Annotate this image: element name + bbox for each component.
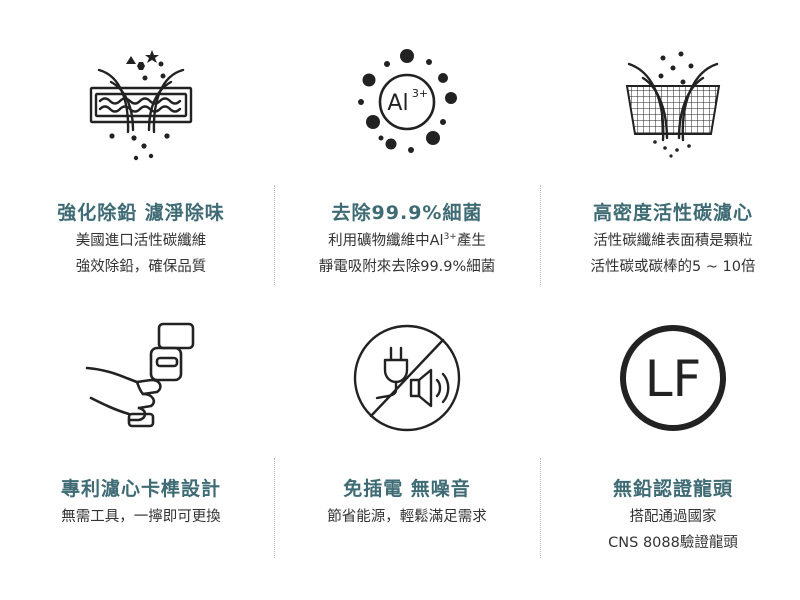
feature-heading: 無鉛認證龍頭	[612, 478, 733, 500]
filter-layers-icon	[81, 42, 201, 162]
feature-heading: 專利濾心卡榫設計	[60, 478, 221, 500]
feature-description: 無需工具，一擰即可更換	[8, 504, 274, 530]
feature-desc-line: 利用礦物纖維中Al3+產生	[328, 232, 486, 249]
feature-desc-line: 活性碳纖維表面積是顆粒	[593, 233, 753, 249]
carbon-mesh-icon	[613, 42, 733, 162]
feature-description: 利用礦物纖維中Al3+產生 靜電吸附來去除99.9%細菌	[274, 228, 540, 280]
feature-desc-line: 節省能源，輕鬆滿足需求	[327, 509, 487, 525]
feature-desc-line: 靜電吸附來去除99.9%細菌	[318, 259, 496, 275]
feature-heading: 去除99.9%細菌	[331, 202, 483, 224]
feature-desc-line: 美國進口活性碳纖維	[75, 233, 207, 249]
column-separator	[540, 458, 541, 558]
feature-description: 活性碳纖維表面積是顆粒 活性碳或碳棒的5 ~ 10倍	[540, 228, 800, 280]
column-separator	[540, 185, 541, 285]
feature-desc-line: 活性碳或碳棒的5 ~ 10倍	[590, 259, 756, 275]
lead-free-lf-icon: LF	[613, 318, 733, 438]
hand-cartridge-icon	[81, 318, 201, 438]
svg-text:3+: 3+	[412, 87, 428, 100]
aluminum-ion-icon: Al 3+	[347, 42, 467, 162]
feature-description: 搭配通過國家 CNS 8088驗證龍頭	[540, 504, 800, 556]
feature-desc-line: 強效除鉛，確保品質	[75, 259, 207, 275]
feature-desc-line: 搭配通過國家	[629, 509, 717, 525]
feature-desc-line: CNS 8088驗證龍頭	[608, 535, 738, 551]
feature-heading: 高密度活性碳濾心	[592, 202, 753, 224]
feature-heading: 免插電 無噪音	[343, 478, 471, 500]
feature-description: 美國進口活性碳纖維 強效除鉛，確保品質	[8, 228, 274, 280]
column-separator	[274, 458, 275, 558]
feature-description: 節省能源，輕鬆滿足需求	[274, 504, 540, 530]
feature-desc-line: 無需工具，一擰即可更換	[61, 509, 221, 525]
feature-heading: 強化除鉛 濾淨除味	[57, 202, 225, 224]
column-separator	[274, 185, 275, 285]
svg-text:LF: LF	[645, 350, 702, 408]
no-plug-no-noise-icon	[347, 318, 467, 438]
svg-text:Al: Al	[387, 91, 408, 116]
